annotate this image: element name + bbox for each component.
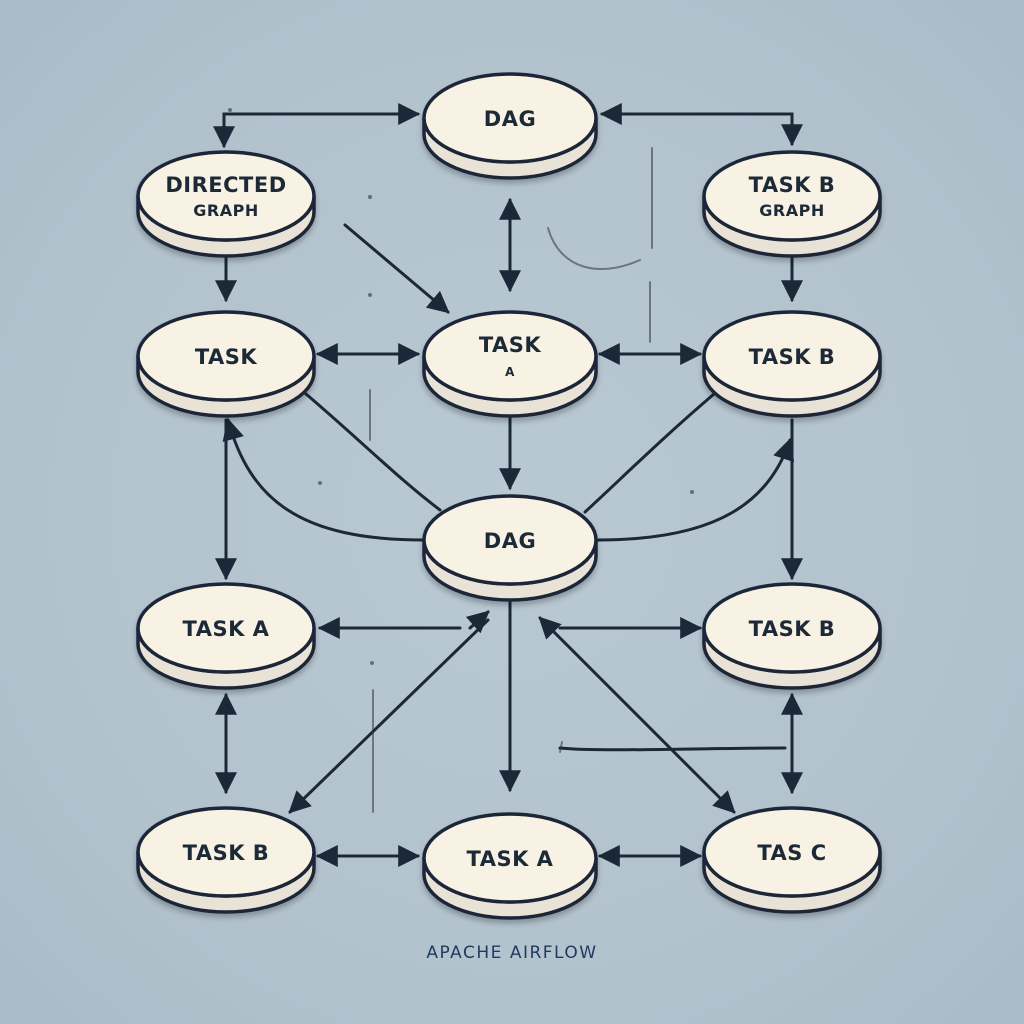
node-task-a-bottom: TASK A (422, 812, 598, 920)
node-top (702, 806, 882, 898)
node-task-a-left: TASK A (136, 582, 316, 690)
node-label: TASK B (749, 345, 836, 369)
edge-dag-up-left-arrow (465, 610, 490, 634)
edge-dag-curve-left (222, 417, 426, 542)
node-task-b-graph: TASK B GRAPH (702, 150, 882, 258)
node-directed-graph: DIRECTED GRAPH (136, 150, 316, 258)
node-task-center: TASK A (422, 310, 598, 418)
node-top (136, 150, 316, 242)
node-top (422, 72, 598, 164)
node-label: TASK A (183, 617, 270, 641)
node-top (702, 150, 882, 242)
node-label: TASK A (467, 847, 554, 871)
edge-dag-to-task-b-bottom (288, 618, 490, 814)
sketch-marks (369, 147, 653, 813)
edge-task-b-graph-to-dag (599, 103, 794, 142)
node-label: DAG (484, 107, 536, 131)
node-dag-top: DAG (422, 72, 598, 180)
node-task-left: TASK (136, 310, 316, 418)
node-label: TASK B (749, 173, 836, 197)
node-label: TASK (195, 345, 258, 369)
node-top (136, 582, 316, 674)
node-top (136, 310, 316, 402)
edge-dag-to-tas-c (538, 616, 736, 814)
node-top (702, 582, 882, 674)
node-label: TASK B (183, 841, 270, 865)
edge-top-right-down (698, 112, 803, 147)
node-top (422, 494, 598, 586)
node-sublabel: A (505, 365, 515, 379)
node-dag-center: DAG (422, 494, 598, 602)
edge-task-b-to-dag (583, 392, 716, 514)
edge-dag-curve-right (596, 437, 795, 542)
node-label: TASK (479, 333, 542, 357)
node-task-b-mid-right: TASK B (702, 582, 882, 690)
edge-diagonal-to-task-center (343, 223, 450, 314)
node-top (702, 310, 882, 402)
node-top (422, 310, 598, 402)
stray-dots (228, 108, 694, 665)
node-label: TAS C (757, 841, 826, 865)
edge-task-left-to-dag (304, 392, 442, 512)
node-task-b-bottom-left: TASK B (136, 806, 316, 914)
node-sublabel: GRAPH (193, 201, 258, 220)
apache-airflow-caption: APACHE AIRFLOW (426, 943, 598, 963)
node-label: DIRECTED (165, 173, 286, 197)
node-label: DAG (484, 529, 536, 553)
node-task-b-right: TASK B (702, 310, 882, 418)
node-sublabel: GRAPH (759, 201, 824, 220)
node-tas-c-bottom-right: TAS C (702, 806, 882, 914)
edges-layer (213, 103, 803, 867)
edge-stray-line-right (558, 746, 787, 752)
node-top (422, 812, 598, 904)
node-top (136, 806, 316, 898)
edge-dag-to-directed-graph (213, 112, 402, 149)
node-label: TASK B (749, 617, 836, 641)
